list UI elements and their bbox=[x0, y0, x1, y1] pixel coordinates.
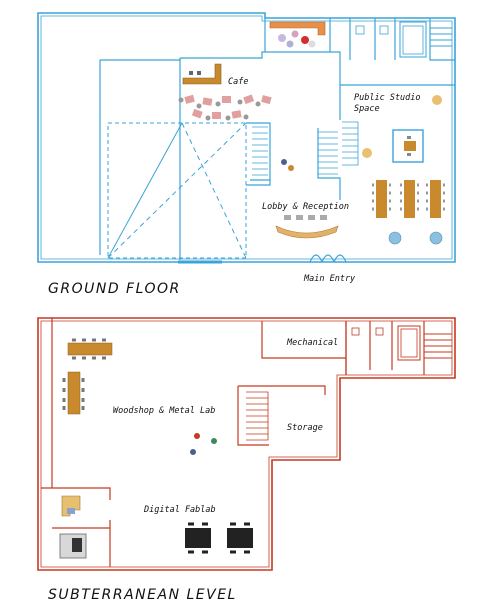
storage-room bbox=[237, 385, 326, 446]
ground-left-partition bbox=[99, 58, 181, 255]
subterranean-level-title: SUBTERRANEAN LEVEL bbox=[48, 587, 237, 603]
sub-top-rooms bbox=[345, 321, 452, 375]
lounge-furniture bbox=[269, 21, 326, 48]
studio-long-tables bbox=[372, 180, 445, 218]
ground-floor-title: GROUND FLOOR bbox=[48, 281, 181, 297]
woodshop-figures bbox=[190, 433, 217, 455]
sub-outer-wall bbox=[37, 317, 456, 571]
room-label-mechanical: Mechanical bbox=[286, 338, 338, 348]
ground-inner-wall bbox=[40, 15, 453, 260]
studio-walls bbox=[317, 60, 455, 200]
room-label-public-studio: Public Studio bbox=[354, 93, 421, 103]
room-label-lobby: Lobby & Reception bbox=[262, 202, 349, 212]
room-label-main-entry: Main Entry bbox=[303, 274, 356, 284]
room-label-cafe: Cafe bbox=[228, 77, 248, 87]
main-entry-doors bbox=[178, 254, 347, 264]
studio-worktable bbox=[392, 129, 424, 163]
subterranean-plan: Mechanical Woodshop & Metal Lab Storage … bbox=[37, 317, 456, 571]
lobby-stairs bbox=[246, 122, 271, 186]
reception-desk bbox=[275, 159, 339, 239]
fablab-partition bbox=[41, 487, 111, 567]
fablab-machines bbox=[185, 522, 253, 554]
room-label-public-studio-line2: Space bbox=[354, 104, 380, 114]
woodshop-benches bbox=[62, 338, 113, 415]
ground-top-rooms bbox=[264, 18, 455, 61]
cafe-top-wall bbox=[180, 51, 341, 60]
mechanical-room bbox=[261, 321, 347, 375]
room-label-digital-fablab: Digital Fablab bbox=[143, 505, 216, 515]
fablab-equipment bbox=[59, 495, 87, 559]
cafe-counter bbox=[182, 63, 222, 85]
ground-outer-wall bbox=[37, 12, 456, 263]
room-label-woodshop: Woodshop & Metal Lab bbox=[113, 406, 215, 416]
ground-floor-plan: Cafe Public Studio Space Lobby & Recepti… bbox=[37, 12, 456, 284]
studio-stairs bbox=[318, 121, 359, 175]
cafe-tables bbox=[178, 94, 272, 121]
atrium-void bbox=[107, 122, 247, 259]
room-label-storage: Storage bbox=[287, 423, 323, 433]
studio-lounge-chairs bbox=[362, 95, 443, 245]
sub-inner-wall bbox=[40, 320, 453, 568]
